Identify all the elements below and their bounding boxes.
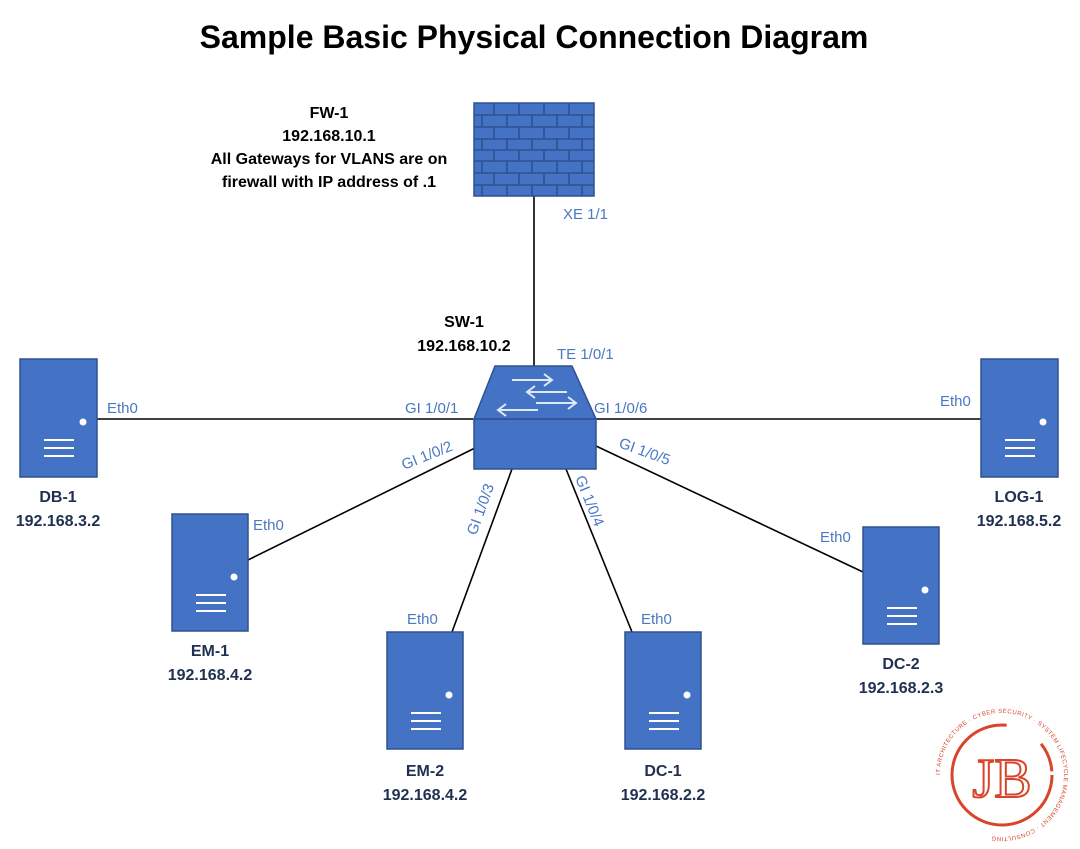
server-name-db1: DB-1 bbox=[39, 489, 76, 506]
nic-label-dc1: Eth0 bbox=[641, 611, 672, 628]
switch-icon bbox=[472, 365, 598, 470]
server-ip-log1: 192.168.5.2 bbox=[977, 513, 1062, 530]
link-dc2-sw1 bbox=[595, 445, 864, 573]
server-name-em1: EM-1 bbox=[191, 643, 229, 660]
server-name-dc2: DC-2 bbox=[882, 656, 919, 673]
nic-label-dc2: Eth0 bbox=[820, 529, 851, 546]
server-name-dc1: DC-1 bbox=[644, 763, 681, 780]
server-name-log1: LOG-1 bbox=[995, 489, 1044, 506]
server-icon-em1 bbox=[171, 513, 249, 632]
firewall-icon bbox=[473, 102, 595, 197]
firewall-name: FW-1 bbox=[310, 105, 349, 122]
server-ip-dc2: 192.168.2.3 bbox=[859, 680, 944, 697]
switch-ip: 192.168.10.2 bbox=[417, 338, 511, 355]
switch-port-label-dc2: GI 1/0/5 bbox=[617, 435, 673, 469]
server-icon-dc2 bbox=[862, 526, 940, 645]
switch-name: SW-1 bbox=[444, 314, 484, 331]
firewall-port-label: XE 1/1 bbox=[563, 206, 608, 223]
server-ip-dc1: 192.168.2.2 bbox=[621, 787, 706, 804]
server-ip-em1: 192.168.4.2 bbox=[168, 667, 253, 684]
firewall-note-line2: firewall with IP address of .1 bbox=[222, 174, 436, 191]
switch-port-label-db1: GI 1/0/1 bbox=[405, 400, 458, 417]
server-name-em2: EM-2 bbox=[406, 763, 444, 780]
logo-monogram: JB bbox=[972, 748, 1031, 810]
firewall-note-line1: All Gateways for VLANS are on bbox=[211, 151, 448, 168]
nic-label-em2: Eth0 bbox=[407, 611, 438, 628]
nic-label-log1: Eth0 bbox=[940, 393, 971, 410]
server-ip-db1: 192.168.3.2 bbox=[16, 513, 101, 530]
nic-label-db1: Eth0 bbox=[107, 400, 138, 417]
firewall-ip: 192.168.10.1 bbox=[282, 128, 376, 145]
switch-port-label-dc1: GI 1/0/4 bbox=[571, 473, 607, 529]
server-ip-em2: 192.168.4.2 bbox=[383, 787, 468, 804]
switch-port-label-em1: GI 1/0/2 bbox=[399, 438, 455, 474]
link-em2-sw1 bbox=[451, 468, 513, 633]
nic-label-em1: Eth0 bbox=[253, 517, 284, 534]
server-icon-em2 bbox=[386, 631, 464, 750]
switch-uplink-port-label: TE 1/0/1 bbox=[557, 346, 614, 363]
switch-port-label-em2: GI 1/0/3 bbox=[464, 481, 498, 537]
server-icon-log1 bbox=[980, 358, 1059, 478]
server-icon-dc1 bbox=[624, 631, 702, 750]
server-icon-db1 bbox=[19, 358, 98, 478]
link-dc1-sw1 bbox=[565, 468, 633, 633]
link-em1-sw1 bbox=[247, 447, 476, 561]
diagram-title: Sample Basic Physical Connection Diagram bbox=[200, 19, 869, 55]
switch-port-label-log1: GI 1/0/6 bbox=[594, 400, 647, 417]
company-logo: IT ARCHITECTURE · CYBER SECURITY · SYSTE… bbox=[936, 709, 1068, 841]
